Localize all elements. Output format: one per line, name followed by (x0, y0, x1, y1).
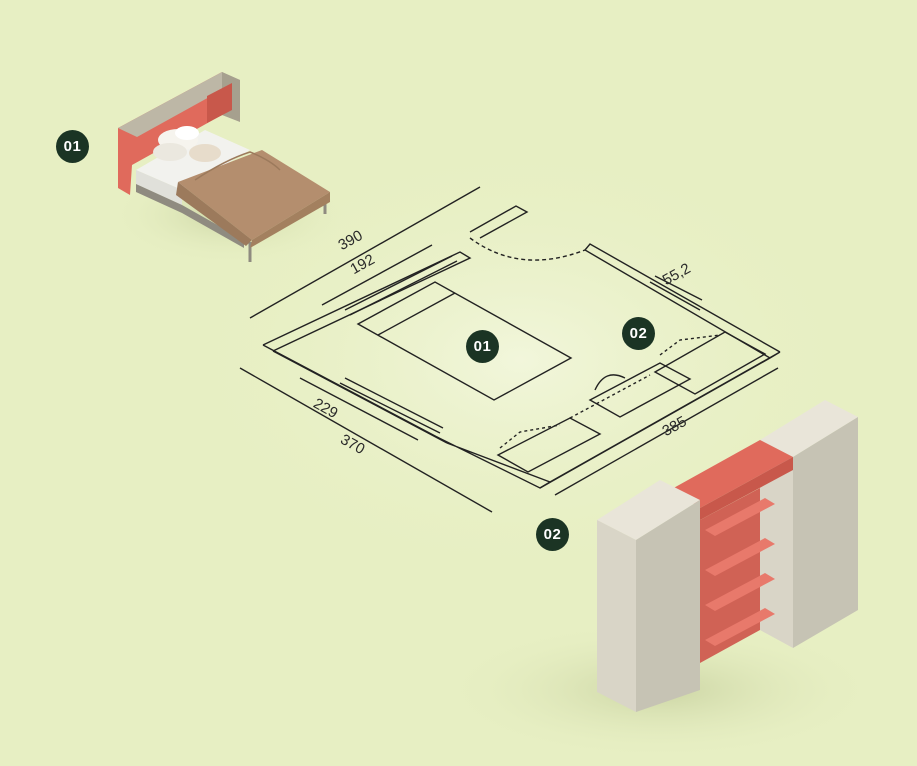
dim-line-55 (654, 275, 703, 301)
wall-bottom-right (539, 351, 781, 489)
bed-frame (136, 184, 244, 248)
pillow (189, 144, 221, 162)
wall-segment (469, 205, 529, 239)
dim-line-370 (239, 367, 493, 513)
wardrobe-badge: 02 (536, 518, 569, 551)
pillow (175, 126, 199, 140)
headboard-top (118, 72, 240, 137)
dim-line-229 (299, 377, 419, 441)
dim-line-385 (554, 367, 779, 496)
duvet-edge (250, 192, 330, 248)
plan-chair (594, 374, 626, 391)
pillow (153, 143, 187, 161)
plan-wardrobe-a (496, 417, 602, 473)
plan-wardrobe-c (653, 331, 767, 395)
plan-wardrobe-badge: 02 (622, 317, 655, 350)
duvet-top (178, 150, 330, 240)
mattress-side (136, 170, 182, 205)
plan-bed-badge: 01 (466, 330, 499, 363)
plan-bed-headline (377, 292, 456, 336)
dim-line-192 (321, 244, 433, 306)
dim-line-390 (249, 186, 481, 319)
bed-badge: 01 (56, 130, 89, 163)
headboard-niche (207, 83, 232, 123)
duvet-side (176, 182, 252, 246)
plan-wardrobe-b (588, 362, 692, 418)
mattress-top (136, 130, 250, 190)
plan-bed (356, 281, 573, 401)
wall-right (583, 243, 781, 359)
